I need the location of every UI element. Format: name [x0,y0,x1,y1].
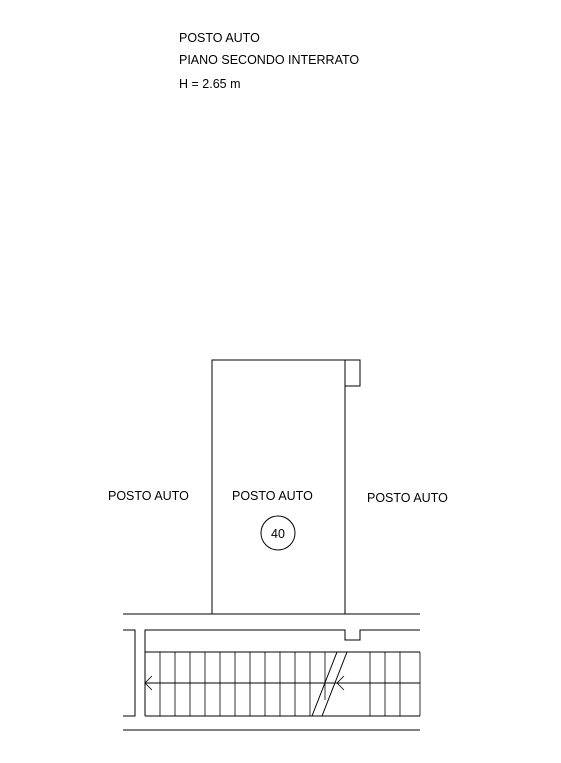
parking-space-outline [211,359,361,614]
stair-treads [159,652,421,716]
label-right-space: POSTO AUTO [367,491,448,505]
label-left-space: POSTO AUTO [108,489,189,503]
header-title: POSTO AUTO [179,31,260,45]
header-floor: PIANO SECONDO INTERRATO [179,53,359,67]
stair-direction-arrow-right [336,675,345,691]
staircase [144,629,421,717]
space-number-circle [260,515,296,551]
break-line [311,651,348,717]
space-number: 40 [271,527,285,541]
left-wall [123,629,136,717]
label-center-space: POSTO AUTO [232,489,313,503]
stair-direction-arrow-left [144,675,153,691]
header-height: H = 2.65 m [179,77,241,91]
